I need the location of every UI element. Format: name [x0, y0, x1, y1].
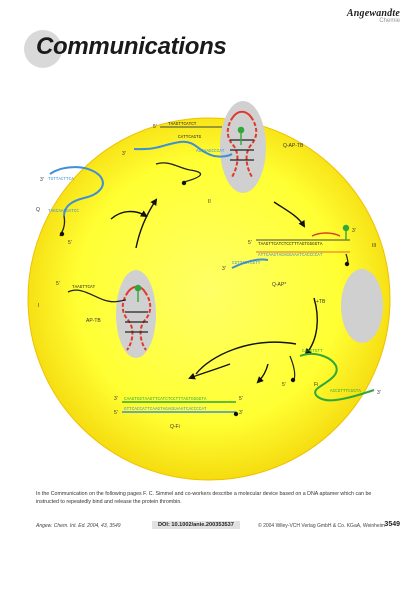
page-footer: Angew. Chem. Int. Ed. 2004, 43, 3549 DOI…	[36, 521, 400, 531]
bottom-3-label: 3'	[114, 396, 118, 402]
aptamer-quadruplex-top	[226, 110, 258, 178]
fi-3-label: 3'	[377, 390, 381, 396]
bottom-3b-label: 3'	[239, 410, 243, 416]
copyright-text: © 2004 Wiley-VCH Verlag GmbH & Co. KGaA,…	[258, 523, 385, 529]
aptamer-bubble-top	[220, 101, 266, 193]
state-I-label: I	[38, 303, 39, 309]
q-fi-label: Q-Fi	[170, 424, 180, 430]
aptamer-quadruplex-left: TAAGTTCAT 5' I AP-TB	[38, 281, 152, 351]
fi-strand: CAAGTGTT ACCGTTTCGGTA 5' Fi 3'	[282, 349, 381, 402]
ap-tb-label: AP-TB	[86, 318, 101, 324]
top-duplex: TAAGTTCATCT CATTCAGTG ACGAAGCCCAT 5' 3' …	[122, 122, 304, 205]
state-q-ap-tb-label: Q-AP-TB	[283, 143, 304, 149]
aptamer-bubble-left	[116, 270, 156, 358]
mid-3b-label: 3'	[352, 228, 356, 234]
fi-seq-2: ACCGTTTCGGTA	[330, 389, 361, 394]
thrombin-bubble-right	[341, 269, 383, 343]
page-title: Communications	[36, 33, 227, 60]
figure-caption: In the Communication on the following pa…	[36, 491, 372, 506]
state-q-ap-label: Q-AP*	[272, 282, 286, 288]
top-blue-text: ACGAAGCCCAT	[196, 149, 225, 154]
brand-name: Angewandte	[346, 8, 400, 19]
bottom-5b-label: 5'	[239, 396, 243, 402]
bottom-upper-seq: CAAGTGGTAAGTTCATCTCCTTTAGTGGGGTA	[124, 397, 207, 402]
top-strand-text: TAAGTTCATCT	[168, 122, 197, 127]
top-strand-2-text: CATTCAGTG	[178, 135, 202, 140]
top-5-label: 5'	[153, 124, 157, 130]
state-II-label: II	[208, 199, 211, 205]
q-seq-1: TGTTACTTCA	[48, 177, 74, 182]
q-strand: TGTTACTTCA TAGCAAGGATCC 3' Q 5'	[36, 166, 104, 246]
journal-brand: Angewandte Chemie	[347, 8, 400, 24]
top-3-label: 3'	[122, 151, 126, 157]
journal-citation: Angew. Chem. Int. Ed. 2004, 43, 3549	[36, 523, 121, 529]
mid-lower-seq: ATTCAAGTAGAGGAAATCACCCCAT	[258, 253, 323, 258]
q-seq-2: TAGCAAGGATCC	[48, 209, 79, 214]
page-number: 3549	[384, 521, 400, 528]
state-III-label: III	[372, 243, 376, 249]
q-3-label: 3'	[40, 177, 44, 183]
brand-subtitle: Chemie	[379, 18, 400, 24]
q-5-label: 5'	[68, 240, 72, 246]
mid-3-label: 3'	[222, 266, 226, 272]
bottom-lower-seq: GTTCACCATTCAAGTAGAGGAAATCACCCCAT	[124, 407, 207, 412]
bottom-duplex: CAAGTGGTAAGTTCATCTCCTTTAGTGGGGTA GTTCACC…	[114, 396, 243, 430]
fi-label: Fi	[314, 382, 318, 388]
plus-tb-label: +TB	[316, 299, 326, 305]
mid-small-seq: CGTTACTGGTT	[232, 261, 261, 266]
yellow-background-disc	[27, 117, 391, 481]
middle-duplex: TAAGTTCATCTCCTTTAGTGGGGTA ATTCAAGTAGAGGA…	[222, 224, 376, 305]
fi-5-label: 5'	[282, 382, 286, 388]
q-label: Q	[36, 207, 40, 213]
cycle-arrows	[110, 198, 318, 384]
bottom-5-label: 5'	[114, 410, 118, 416]
left-seq-text: TAAGTTCAT	[72, 285, 96, 290]
mid-upper-seq: TAAGTTCATCTCCTTTAGTGGGGTA	[258, 242, 323, 247]
fi-seq-1: CAAGTGTT	[302, 349, 323, 354]
mid-5-label: 5'	[248, 240, 252, 246]
doi-link[interactable]: DOI: 10.1002/anie.200353537	[152, 521, 240, 529]
left-5-label: 5'	[56, 281, 60, 287]
title-decoration	[24, 30, 62, 68]
